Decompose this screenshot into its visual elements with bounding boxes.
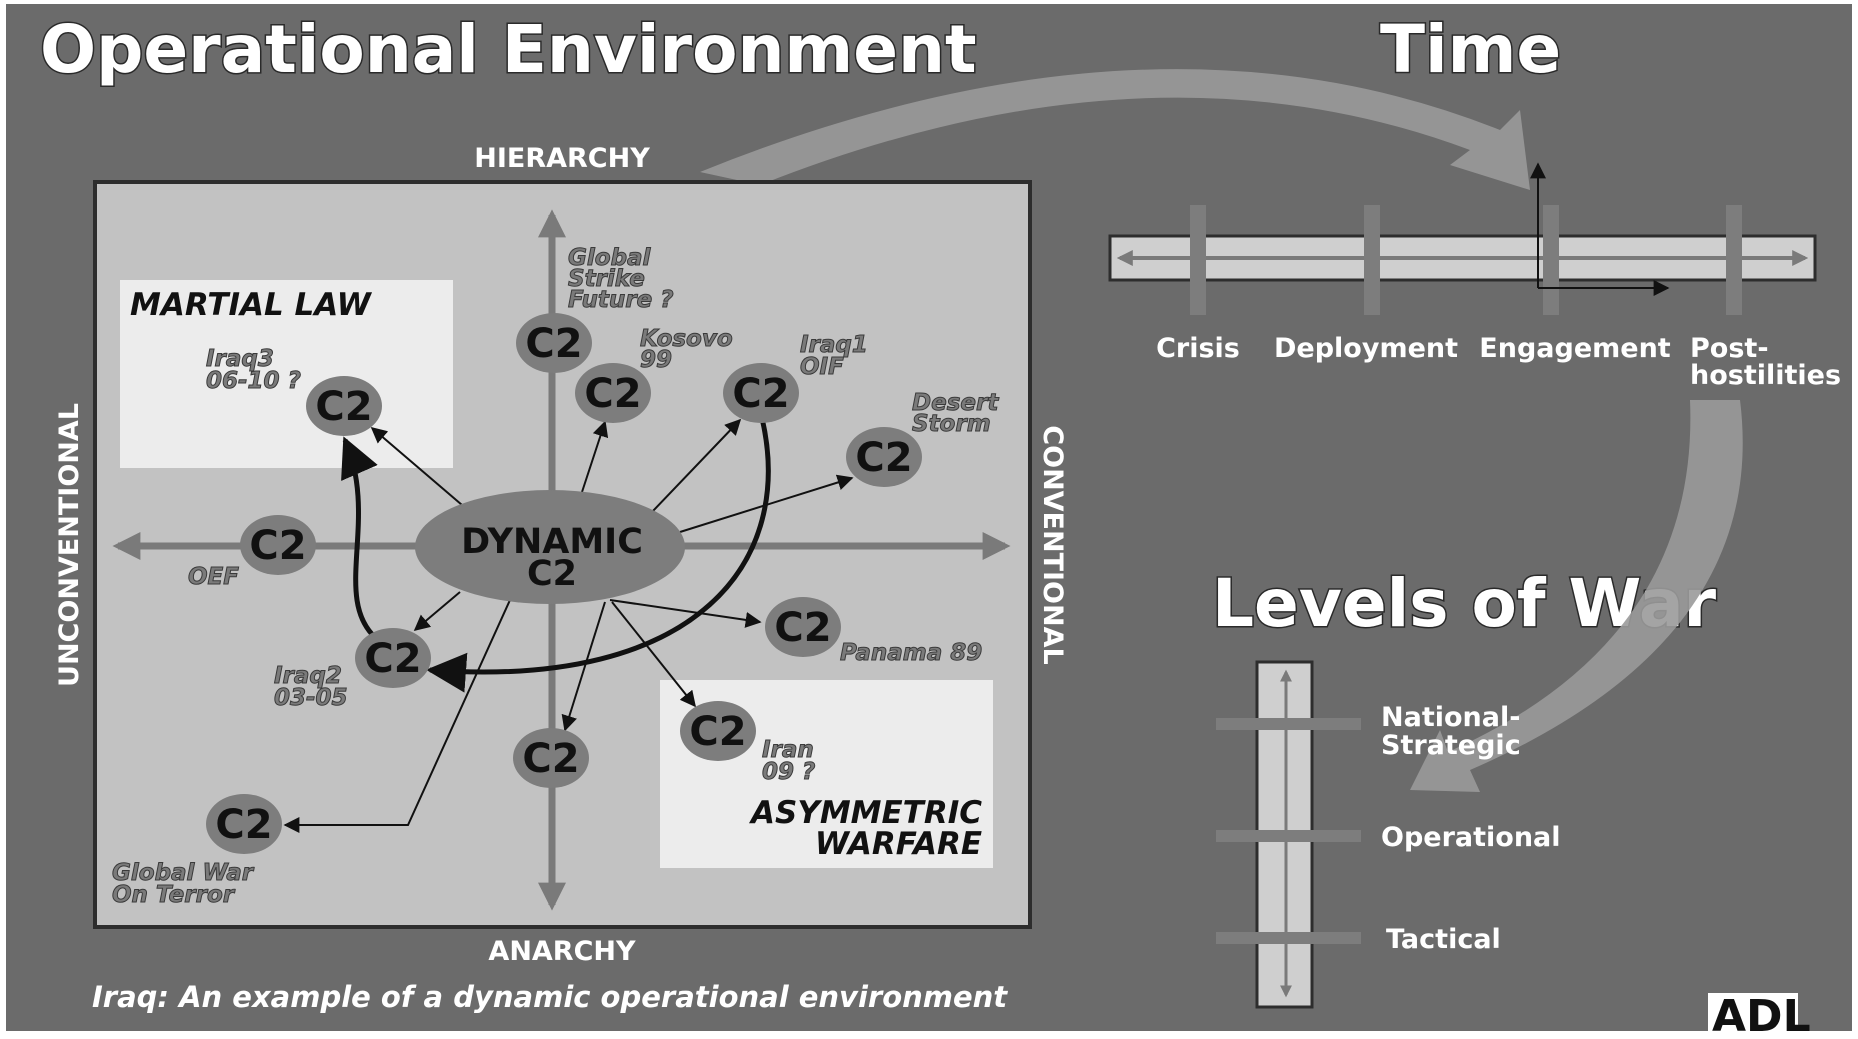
c2-node-label: C2: [855, 435, 912, 481]
c2-node-label: C2: [315, 384, 372, 430]
phase-crisis: Crisis: [1156, 333, 1240, 364]
c2-node-oef: C2: [240, 515, 316, 575]
level-tick-tactical: [1216, 932, 1361, 944]
timeline-tick-engagement: [1543, 205, 1559, 315]
martial-law-label: MARTIAL LAW: [130, 287, 373, 323]
c2-node-label: C2: [525, 321, 582, 367]
arrow-to-panama: [609, 599, 762, 628]
arrow-to-gwot: [283, 599, 511, 833]
c2-node-iraq3: C2: [306, 376, 382, 436]
thick-arrow-iraq2-to-iraq3: [341, 436, 380, 642]
c2-node-iraq1: C2: [723, 363, 799, 423]
svg-text:ADL: ADL: [1712, 991, 1811, 1035]
phase-post: Post-: [1690, 333, 1769, 364]
asymmetric-label-line2: WARFARE: [815, 826, 982, 862]
timeline-tick-post-hostilities: [1726, 205, 1742, 315]
c2-node-label: C2: [249, 523, 306, 569]
c2-node-kosovo: C2: [575, 363, 651, 423]
annotation-kosovo: Kosovo 99: [640, 326, 741, 373]
annotation-iraq3: Iraq3 06-10 ?: [206, 346, 301, 394]
annotation-iraq2: Iraq2 03-05: [274, 663, 350, 711]
timeline-tick-deployment: [1364, 205, 1380, 315]
title-operational-environment: Operational Environment: [40, 11, 977, 88]
caption: Iraq: An example of a dynamic operationa…: [92, 980, 1008, 1014]
dynamic-c2-line2: C2: [527, 554, 577, 594]
annotation-panama: Panama 89: [840, 640, 982, 666]
annotation-global-strike: Global Strike Future ?: [568, 245, 674, 313]
c2-node-desert-storm: C2: [846, 427, 922, 487]
timeline-tick-crisis: [1190, 205, 1206, 315]
level-tick-national: [1216, 718, 1361, 730]
flow-arrow-to-levels: [1410, 400, 1743, 792]
phase-engagement: Engagement: [1479, 333, 1671, 364]
thick-arrow-iraq1-to-iraq2: [426, 417, 771, 693]
arrow-to-kosovo: [581, 420, 609, 493]
level-national-line2: Strategic: [1381, 730, 1521, 761]
phase-hostilities: hostilities: [1690, 360, 1841, 391]
adl-logo-icon: ADL: [1708, 991, 1811, 1039]
arrow-to-bottom-node: [561, 601, 606, 732]
dynamic-c2-node: [415, 490, 685, 604]
c2-node-label: C2: [774, 605, 831, 651]
annotation-desert-storm: Desert Storm: [912, 390, 1006, 437]
c2-node-label: C2: [364, 636, 421, 682]
level-tactical: Tactical: [1386, 924, 1501, 955]
c2-node-label: C2: [522, 736, 579, 782]
axis-label-hierarchy: HIERARCHY: [474, 143, 650, 174]
phase-deployment: Deployment: [1274, 333, 1458, 364]
title-time: Time: [1380, 11, 1561, 88]
level-operational: Operational: [1381, 822, 1561, 853]
arrow-to-iraq3: [370, 426, 463, 506]
martial-law-box: [120, 280, 453, 468]
c2-node-label: C2: [584, 371, 641, 417]
axis-label-anarchy: ANARCHY: [488, 936, 636, 967]
dynamic-c2-line1: DYNAMIC: [461, 522, 643, 562]
arrow-to-iran: [611, 601, 696, 708]
c2-node-iraq2: C2: [355, 628, 431, 688]
annotation-oef: OEF: [188, 564, 239, 590]
annotation-gwot: Global War On Terror: [112, 860, 261, 908]
level-national-line1: National-: [1381, 702, 1520, 733]
axis-label-conventional: CONVENTIONAL: [1037, 425, 1068, 664]
arrow-to-iraq1: [651, 418, 742, 513]
annotation-iraq1: Iraq1 OIF: [800, 332, 876, 380]
c2-node-global-strike: C2: [516, 313, 592, 373]
c2-node-label: C2: [215, 802, 272, 848]
c2-node-panama: C2: [765, 597, 841, 657]
c2-node-iran: C2: [680, 701, 756, 761]
c2-node-gwot: C2: [206, 794, 282, 854]
axis-label-unconventional: UNCONVENTIONAL: [54, 403, 85, 687]
c2-node-anarchy: C2: [513, 728, 589, 788]
c2-node-label: C2: [689, 709, 746, 755]
arrow-to-iraq2: [413, 591, 461, 632]
asymmetric-label-line1: ASYMMETRIC: [748, 795, 982, 831]
level-tick-operational: [1216, 830, 1361, 842]
flow-arrow-to-time: [700, 69, 1530, 190]
annotation-iran: Iran 09 ?: [762, 737, 822, 785]
c2-node-label: C2: [732, 371, 789, 417]
